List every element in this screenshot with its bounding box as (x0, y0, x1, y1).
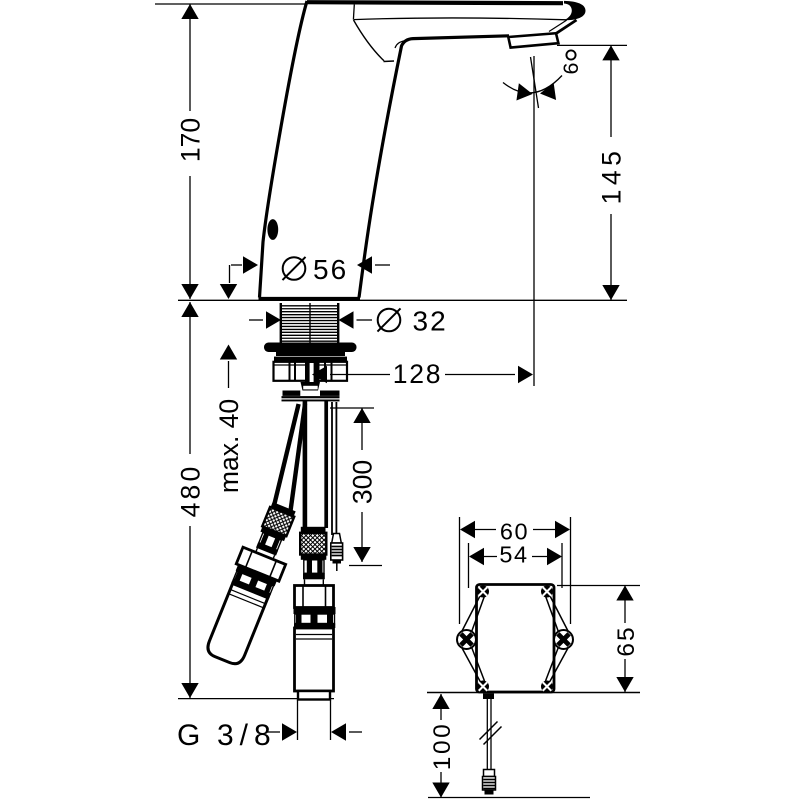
svg-text:32: 32 (413, 306, 448, 337)
svg-text:145: 145 (597, 147, 627, 205)
svg-text:100: 100 (429, 722, 456, 770)
svg-text:max. 40: max. 40 (214, 399, 244, 493)
svg-text:128: 128 (393, 359, 443, 389)
svg-text:54: 54 (499, 542, 528, 568)
svg-text:480: 480 (176, 464, 206, 518)
svg-text:G: G (177, 719, 200, 752)
svg-text:3/8: 3/8 (217, 719, 277, 752)
svg-text:60: 60 (500, 519, 529, 545)
svg-text:300: 300 (348, 460, 378, 504)
svg-text:65: 65 (613, 625, 640, 656)
svg-text:170: 170 (176, 118, 206, 162)
svg-text:6: 6 (559, 63, 583, 75)
svg-text:56: 56 (313, 254, 348, 285)
